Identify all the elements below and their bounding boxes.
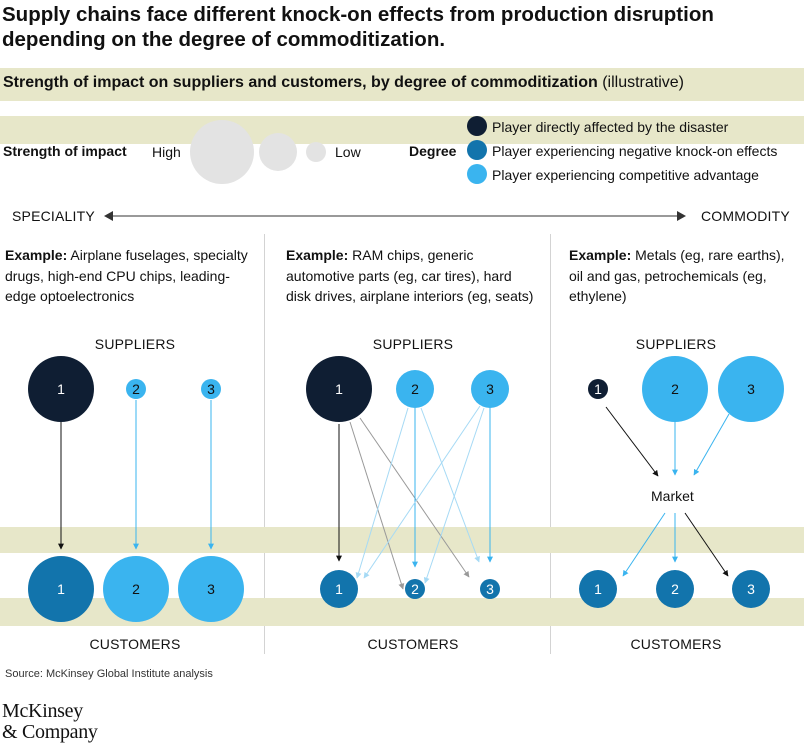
market-label: Market xyxy=(651,488,694,504)
panel-3-customer-3-node xyxy=(732,570,770,608)
panel-3-supplier-3-node xyxy=(718,356,784,422)
panel-2-customer-1-label: 1 xyxy=(335,581,343,597)
panel-3-supplier-2-label: 2 xyxy=(671,381,679,397)
panel-3-suppliers-label: SUPPLIERS xyxy=(635,336,717,352)
panel-1-customer-3-label: 3 xyxy=(207,581,215,597)
panel-3-supplier-2-node xyxy=(642,356,708,422)
panel-3-customer-2-label: 2 xyxy=(671,581,679,597)
flow-arrow xyxy=(349,421,405,590)
panel-2-customer-2-node xyxy=(405,579,425,599)
subtitle-bold: Strength of impact on suppliers and cust… xyxy=(3,74,598,91)
legend-size-low-icon xyxy=(306,142,326,162)
panel-3-customer-2-node xyxy=(656,570,694,608)
panel-1-customer-3-node xyxy=(178,556,244,622)
example-label: Example: xyxy=(5,247,68,263)
panel-2-supplier-3-label: 3 xyxy=(486,381,494,397)
panel-1-supplier-1-node xyxy=(28,356,94,422)
panel-2-customer-1-node xyxy=(320,570,358,608)
legend-degree-label: Degree xyxy=(409,143,457,159)
panel-1-customer-2-node xyxy=(103,556,169,622)
flow-arrow xyxy=(693,413,730,476)
legend-high-label: High xyxy=(152,144,181,160)
legend-item-direct: Player directly affected by the disaster xyxy=(492,119,729,135)
panel-2-supplier-2-label: 2 xyxy=(411,381,419,397)
legend-size-high-icon xyxy=(190,120,254,184)
panel-1-supplier-1-label: 1 xyxy=(57,381,65,397)
panel-3-customers-label: CUSTOMERS xyxy=(630,636,722,652)
panel-1-supplier-3-node xyxy=(201,379,221,399)
panel-3-customer-3-label: 3 xyxy=(747,581,755,597)
panel-2-example: Example: RAM chips, generic automotive p… xyxy=(286,245,536,307)
panel-2-supplier-3-node xyxy=(471,370,509,408)
panel-1-supplier-3-label: 3 xyxy=(207,381,215,397)
panel-1-supplier-2-label: 2 xyxy=(132,381,140,397)
flow-arrow xyxy=(622,512,666,577)
panel-3-example: Example: Metals (eg, rare earths), oil a… xyxy=(569,245,801,307)
chart-title: Supply chains face different knock-on ef… xyxy=(2,3,714,51)
panel-1-customer-1-label: 1 xyxy=(57,581,65,597)
panel-2-suppliers-label: SUPPLIERS xyxy=(372,336,454,352)
example-text: Metals (eg, rare earths), oil and gas, p… xyxy=(569,247,785,304)
legend-item-advantage: Player experiencing competitive advantag… xyxy=(492,167,759,183)
legend-band xyxy=(0,116,804,144)
panel-1-supplier-2-node xyxy=(126,379,146,399)
legend-negative-icon xyxy=(467,140,487,160)
flow-arrow xyxy=(363,405,481,579)
example-label: Example: xyxy=(286,247,349,263)
example-text: RAM chips, generic automotive parts (eg,… xyxy=(286,247,534,304)
panel-2-customer-3-node xyxy=(480,579,500,599)
legend-strength-label: Strength of impact xyxy=(3,143,127,159)
panel-2-customer-3-label: 3 xyxy=(486,581,494,597)
panel-divider xyxy=(550,234,551,654)
panel-3-supplier-1-node xyxy=(588,379,608,399)
legend-item-negative: Player experiencing negative knock-on ef… xyxy=(492,143,778,159)
flow-arrow xyxy=(423,407,485,584)
panel-1-customer-1-node xyxy=(28,556,94,622)
mckinsey-logo: McKinsey& Company xyxy=(2,701,98,743)
legend-low-label: Low xyxy=(335,144,361,160)
panel-2-supplier-2-node xyxy=(396,370,434,408)
panel-1-customers-label: CUSTOMERS xyxy=(89,636,181,652)
logo-line-1: McKinsey xyxy=(2,700,83,722)
axis-left-label: SPECIALITY xyxy=(12,208,95,224)
panel-3-customer-1-label: 1 xyxy=(594,581,602,597)
source-note: Source: McKinsey Global Institute analys… xyxy=(5,668,213,680)
legend-size-medium-icon xyxy=(259,133,297,171)
panel-1-customer-2-label: 2 xyxy=(132,581,140,597)
flow-arrow xyxy=(684,512,729,577)
panel-2-customers-label: CUSTOMERS xyxy=(367,636,459,652)
legend-advantage-icon xyxy=(467,164,487,184)
flow-arrow xyxy=(355,407,409,579)
logo-line-2: & Company xyxy=(2,721,98,743)
panel-3-supplier-1-label: 1 xyxy=(594,381,602,397)
panel-1-example: Example: Airplane fuselages, specialty d… xyxy=(5,245,257,307)
example-text: Airplane fuselages, specialty drugs, hig… xyxy=(5,247,248,304)
panel-2-supplier-1-label: 1 xyxy=(335,381,343,397)
panel-1-suppliers-label: SUPPLIERS xyxy=(94,336,176,352)
subtitle-band xyxy=(0,68,804,101)
example-label: Example: xyxy=(569,247,632,263)
panel-divider xyxy=(264,234,265,654)
panel-2-customer-2-label: 2 xyxy=(411,581,419,597)
subtitle: Strength of impact on suppliers and cust… xyxy=(3,73,684,93)
flow-arrow xyxy=(605,406,659,477)
axis-arrow-icon xyxy=(104,211,686,221)
flow-arrow xyxy=(420,407,480,563)
axis-right-label: COMMODITY xyxy=(701,208,790,224)
subtitle-rest: (illustrative) xyxy=(597,74,684,91)
panel-2-supplier-1-node xyxy=(306,356,372,422)
panel-3-supplier-3-label: 3 xyxy=(747,381,755,397)
panel-3-customer-1-node xyxy=(579,570,617,608)
legend-direct-icon xyxy=(467,116,487,136)
